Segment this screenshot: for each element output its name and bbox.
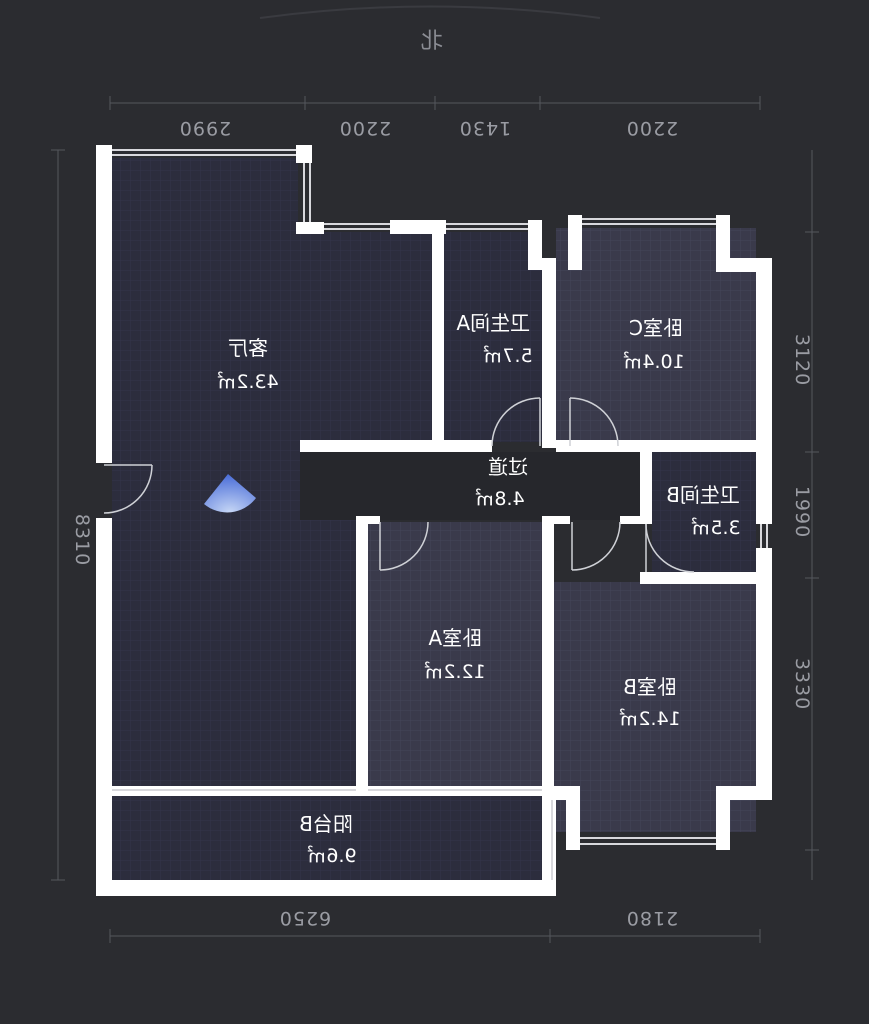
room-area-bath-a: 5.7㎡ [483,344,532,367]
room-area-bedroom-a: 12.2㎡ [424,660,485,683]
dimension-right-3: 3330 [791,658,813,710]
room-name-bedroom-b: 卧室B [623,675,677,699]
room-area-bath-b: 3.5㎡ [691,516,740,539]
room-label-hallway[interactable]: 过道 4.8㎡ [475,455,528,510]
doors [103,397,695,573]
room-name-living: 客厅 [228,336,268,360]
dimension-bottom-2: 2180 [626,907,678,929]
room-name-balcony-b: 阳台B [299,812,353,836]
dimension-top-2: 2200 [339,117,391,139]
room-name-hallway: 过道 [488,455,528,479]
dimension-top-4: 2200 [626,117,678,139]
room-label-balcony-b[interactable]: 阳台B 9.6㎡ [299,812,356,867]
room-floors [112,158,756,880]
compass-arc [259,5,601,19]
room-label-bath-a[interactable]: 卫生间A 5.7㎡ [456,311,532,367]
view-direction-marker-icon[interactable] [204,474,256,513]
dimension-right-1: 3120 [791,334,813,386]
dimension-top-1: 2990 [179,117,231,139]
windows [112,149,768,880]
room-name-bedroom-c: 卧室C [629,316,683,340]
dimension-lines [51,96,819,943]
dimension-top-3: 1430 [459,117,511,139]
room-label-bath-b[interactable]: 卫生间B 3.5㎡ [666,483,740,539]
room-label-bedroom-b[interactable]: 卧室B 14.2㎡ [619,675,680,730]
room-label-living[interactable]: 客厅 43.2㎡ [217,336,278,393]
dimension-bottom-1: 6250 [279,907,331,929]
room-label-bedroom-c[interactable]: 卧室C 10.4㎡ [623,316,684,373]
dimension-right-2: 1990 [791,486,813,538]
room-area-hallway: 4.8㎡ [475,487,524,510]
room-area-bedroom-c: 10.4㎡ [623,350,684,373]
room-label-bedroom-a[interactable]: 卧室A 12.2㎡ [424,626,485,683]
room-area-balcony-b: 9.6㎡ [307,844,356,867]
room-area-bedroom-b: 14.2㎡ [619,707,680,730]
room-name-bedroom-a: 卧室A [428,626,482,650]
walls [96,145,772,896]
room-name-bath-a: 卫生间A [456,311,530,335]
north-label: 北 [421,29,443,54]
room-area-living: 43.2㎡ [217,370,278,393]
room-name-bath-b: 卫生间B [666,483,740,507]
dimension-left-1: 8310 [71,514,93,566]
